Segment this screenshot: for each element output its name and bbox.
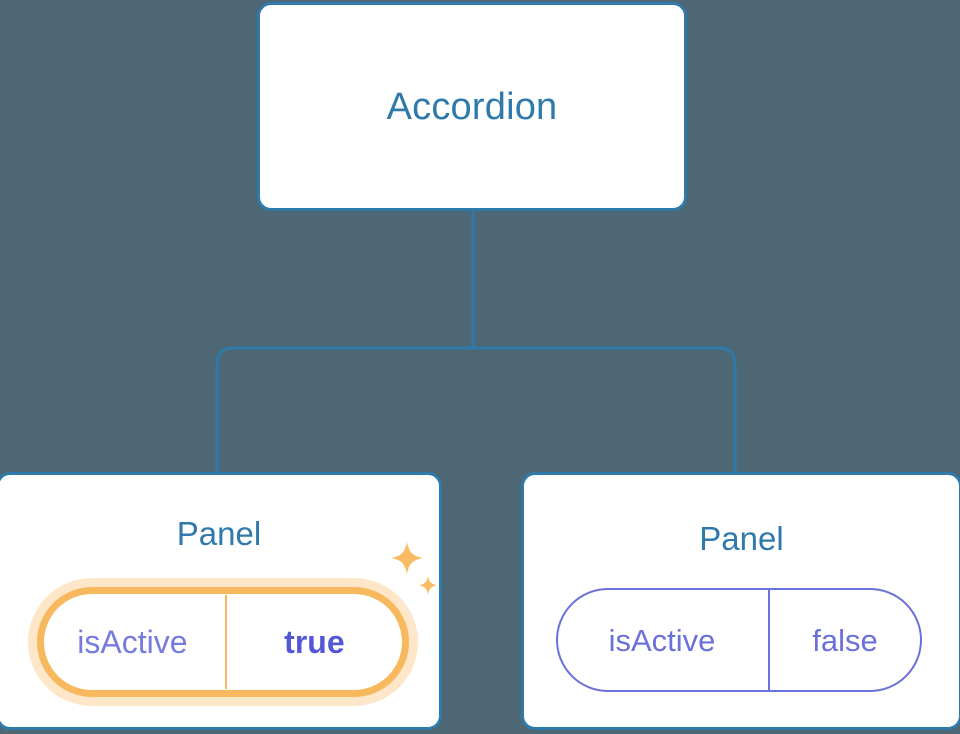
node-panel-left-title: Panel <box>176 515 262 552</box>
node-accordion-title: Accordion <box>386 85 558 128</box>
prop-value-label: true <box>284 624 345 660</box>
node-panel-right-title: Panel <box>699 520 784 557</box>
node-accordion[interactable]: Accordion <box>257 2 687 211</box>
prop-pill-isactive-true[interactable]: isActive true <box>37 587 409 697</box>
prop-pill-divider <box>224 595 227 689</box>
connector-branch-bus <box>215 346 737 472</box>
prop-key-label: isActive <box>77 624 188 660</box>
prop-value-label: false <box>812 622 878 658</box>
prop-key-label: isActive <box>608 622 716 658</box>
prop-pill-divider <box>767 590 770 690</box>
prop-pill-isactive-false[interactable]: isActive false <box>556 588 922 692</box>
